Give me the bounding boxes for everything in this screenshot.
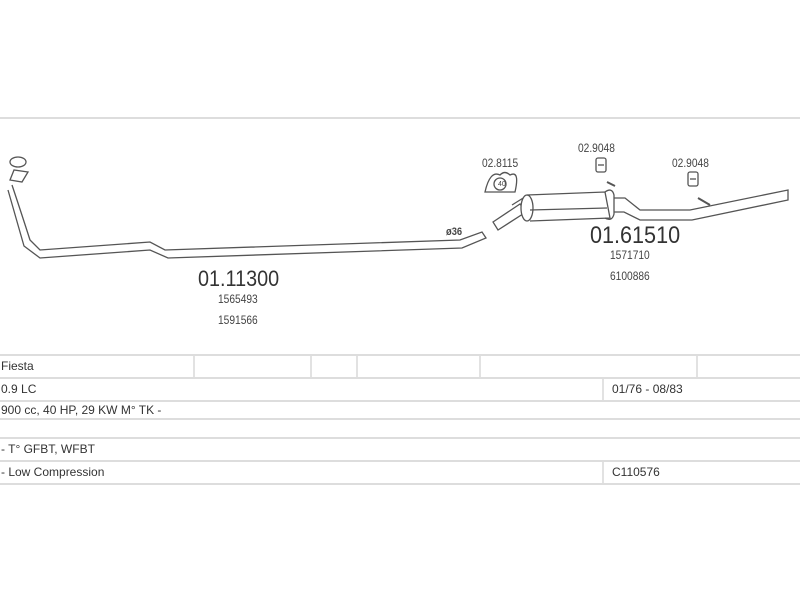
hanger-1-part-number: 02.9048 [578,141,615,155]
silencer-oe-2: 6100886 [610,269,650,283]
silencer-oe-1: 1571710 [610,248,650,262]
front-pipe-drawing [7,156,487,259]
vehicle-table: Fiesta 0.9 LC 01/76 - 08/83 900 cc, 40 H… [0,354,800,485]
hanger-drawing-1 [595,157,607,173]
front-pipe-part-number: 01.11300 [198,266,280,291]
pipe-diameter: ø36 [446,226,463,238]
exhaust-diagram: 40 [7,156,789,259]
empty-cell [479,356,482,377]
spec-cell: 900 cc, 40 HP, 29 KW M° TK - [1,403,162,417]
engine-cell: 0.9 LC [1,382,37,396]
clamp-drawing [484,171,518,193]
type-cell: - T° GFBT, WFBT [1,442,95,456]
table-row: 0.9 LC 01/76 - 08/83 [0,377,800,400]
front-pipe-oe-1: 1565493 [218,292,258,306]
table-row: - T° GFBT, WFBT [0,437,800,460]
table-row: - Low Compression C110576 [0,460,800,485]
model-cell: Fiesta [1,359,34,373]
empty-cell [356,356,359,377]
front-pipe-oe-2: 1591566 [218,313,258,327]
hanger-drawing-2 [687,171,699,187]
code-cell: C110576 [602,462,660,483]
empty-cell [193,356,196,377]
table-row: Fiesta [0,354,800,377]
top-divider [0,117,800,119]
period-cell: 01/76 - 08/83 [602,379,683,400]
empty-cell [696,356,699,377]
silencer-part-number: 01.61510 [590,222,681,249]
note-cell: - Low Compression [1,465,105,479]
rear-silencer-drawing [492,181,789,231]
table-row [0,418,800,437]
empty-cell [310,356,313,377]
clamp-part-number: 02.8115 [482,156,519,170]
table-row: 900 cc, 40 HP, 29 KW M° TK - [0,400,800,418]
clamp-size: 40 [498,181,506,188]
hanger-2-part-number: 02.9048 [672,156,709,170]
